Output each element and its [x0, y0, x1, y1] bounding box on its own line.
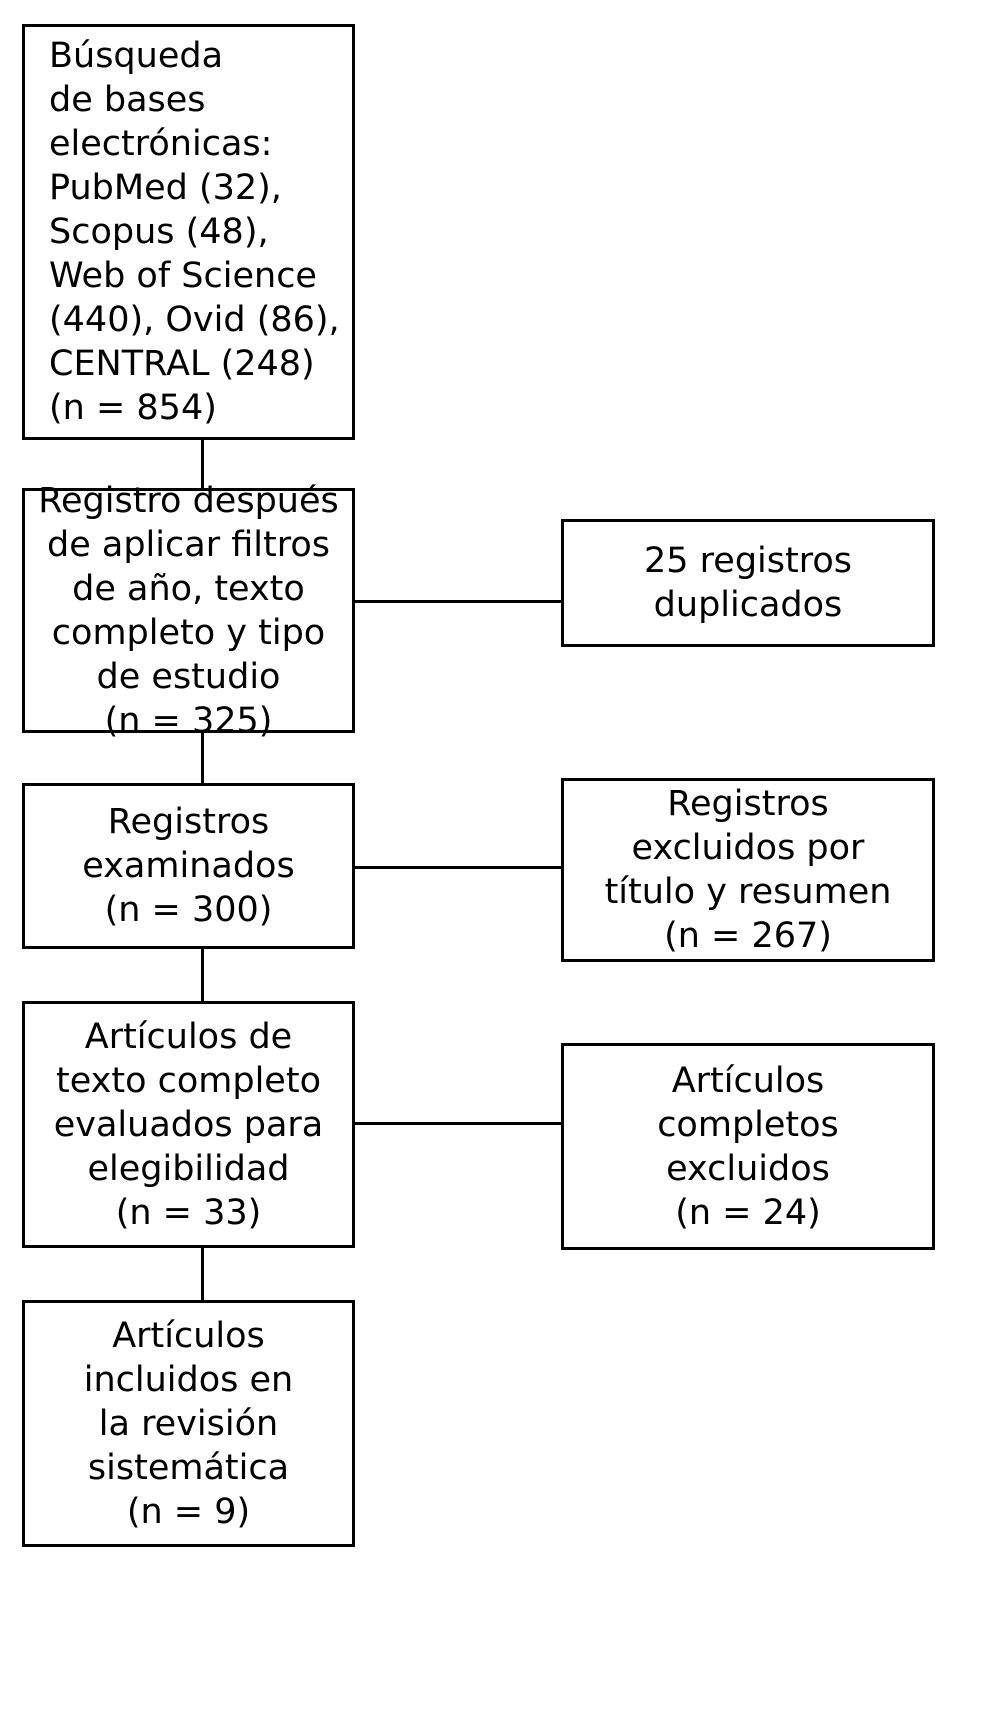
duplicate-records-box-text: 25 registros duplicados — [644, 541, 852, 625]
full-text-excluded-box-text: Artículos completos excluidos (n = 24) — [657, 1060, 839, 1233]
records-screened-box-text: Registros examinados (n = 300) — [82, 802, 295, 930]
records-excluded-box: Registros excluidos por título y resumen… — [561, 778, 935, 962]
full-text-assessed-box-text: Artículos de texto completo evaluados pa… — [53, 1016, 324, 1233]
connector-screened-to-excluded — [355, 866, 561, 869]
connector-filters-to-screened — [201, 733, 204, 783]
connector-screened-to-eligibility — [201, 949, 204, 1001]
identification-box: Búsqueda de bases electrónicas: PubMed (… — [22, 24, 355, 440]
duplicate-records-box: 25 registros duplicados — [561, 519, 935, 647]
identification-box-text: Búsqueda de bases electrónicas: PubMed (… — [49, 36, 340, 428]
full-text-assessed-box: Artículos de texto completo evaluados pa… — [22, 1001, 355, 1248]
records-after-filters-box: Registro después de aplicar filtros de a… — [22, 481, 355, 741]
connector-eligibility-to-included — [201, 1248, 204, 1300]
records-after-filters-box-text: Registro después de aplicar filtros de a… — [38, 480, 339, 741]
studies-included-box: Artículos incluidos en la revisión siste… — [22, 1300, 355, 1547]
studies-included-box-text: Artículos incluidos en la revisión siste… — [83, 1315, 294, 1532]
connector-identification-to-filters — [201, 440, 204, 488]
full-text-excluded-box: Artículos completos excluidos (n = 24) — [561, 1043, 935, 1250]
records-screened-box: Registros examinados (n = 300) — [22, 783, 355, 949]
records-excluded-box-text: Registros excluidos por título y resumen… — [604, 784, 892, 956]
connector-filters-to-duplicates — [355, 600, 561, 603]
connector-eligibility-to-fulltext-excluded — [355, 1122, 561, 1125]
